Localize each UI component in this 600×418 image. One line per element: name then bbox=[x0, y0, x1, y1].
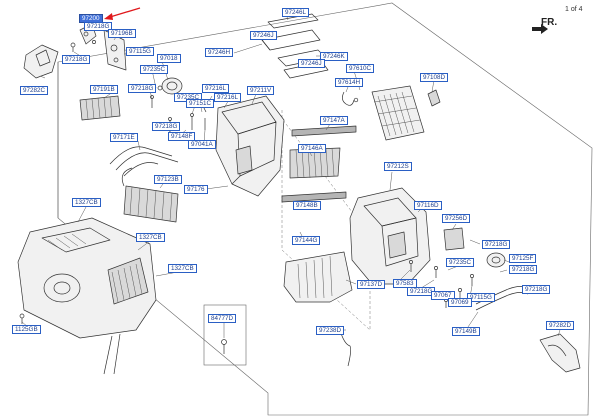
seal-strip-part-97148b bbox=[281, 191, 347, 203]
callout-97148f[interactable]: 97148F bbox=[168, 132, 196, 141]
callout-97018[interactable]: 97018 bbox=[157, 54, 181, 63]
callout-97218g[interactable]: 97218G bbox=[62, 55, 91, 64]
callout-97191b[interactable]: 97191B bbox=[90, 85, 118, 94]
foam-seal-part-97282c bbox=[23, 44, 59, 79]
callout-97246j[interactable]: 97246J bbox=[298, 59, 325, 68]
duct-part-97282d bbox=[539, 333, 581, 373]
callout-97218g[interactable]: 97218G bbox=[84, 22, 113, 31]
callout-97196b[interactable]: 97196B bbox=[108, 29, 136, 38]
callout-97115g[interactable]: 97115G bbox=[126, 47, 154, 56]
callout-97146a[interactable]: 97146A bbox=[298, 144, 326, 153]
callout-97610c[interactable]: 97610C bbox=[346, 64, 375, 73]
callout-97151c[interactable]: 97151C bbox=[186, 99, 215, 108]
callout-97218g[interactable]: 97218G bbox=[128, 84, 157, 93]
rivet-part-1125gb bbox=[19, 313, 25, 324]
callout-97147a[interactable]: 97147A bbox=[320, 116, 348, 125]
door-lever-part bbox=[103, 29, 127, 71]
callout-97218g[interactable]: 97218G bbox=[509, 265, 538, 274]
callout-1327cb[interactable]: 1327CB bbox=[136, 233, 165, 242]
heater-pipe-part-97171e bbox=[109, 146, 179, 177]
callout-97115g[interactable]: 97115G bbox=[467, 293, 495, 302]
damper-door-part-97256d bbox=[443, 227, 465, 251]
callout-97583[interactable]: 97583 bbox=[393, 279, 417, 288]
hvac-upper-case-part bbox=[215, 95, 285, 197]
callout-1125gb[interactable]: 1125GB bbox=[12, 325, 41, 334]
gasket-frame-parts-97246 bbox=[261, 13, 329, 79]
red-pointer-arrow-icon bbox=[104, 7, 141, 20]
sensor-part-97108d bbox=[427, 89, 441, 107]
callout-97246h[interactable]: 97246H bbox=[205, 48, 234, 57]
callout-97216l[interactable]: 97216L bbox=[202, 84, 230, 93]
bolt-part-84777d bbox=[221, 339, 227, 354]
actuator-motor-part bbox=[157, 77, 183, 95]
callout-97246j[interactable]: 97246J bbox=[250, 31, 277, 40]
front-direction-label: FR. bbox=[541, 17, 558, 28]
callout-97069[interactable]: 97069 bbox=[448, 298, 472, 307]
callout-97256d[interactable]: 97256D bbox=[442, 214, 471, 223]
inset-detail-box bbox=[203, 304, 247, 366]
callout-97614h[interactable]: 97614H bbox=[335, 78, 364, 87]
callout-84777d[interactable]: 84777D bbox=[208, 314, 237, 323]
sensor-wire-part-97614h bbox=[342, 91, 359, 106]
callout-97216l[interactable]: 97216L bbox=[214, 93, 242, 102]
callout-97108d[interactable]: 97108D bbox=[420, 73, 449, 82]
callout-97067[interactable]: 97067 bbox=[431, 291, 455, 300]
callout-97149b[interactable]: 97149B bbox=[452, 327, 480, 336]
callout-97148b[interactable]: 97148B bbox=[293, 201, 321, 210]
hvac-lower-case-part bbox=[283, 251, 353, 303]
callout-97218g[interactable]: 97218G bbox=[522, 285, 551, 294]
callout-97041a[interactable]: 97041A bbox=[188, 140, 216, 149]
callout-97176[interactable]: 97176 bbox=[184, 185, 208, 194]
clip-part bbox=[70, 40, 96, 52]
callout-1327cb[interactable]: 1327CB bbox=[72, 198, 101, 207]
callout-97218g[interactable]: 97218G bbox=[152, 122, 181, 131]
callout-97238d[interactable]: 97238D bbox=[316, 326, 345, 335]
callout-97235c[interactable]: 97235C bbox=[140, 65, 169, 74]
heater-core-part-97123b bbox=[121, 167, 179, 223]
callout-97282c[interactable]: 97282C bbox=[20, 86, 49, 95]
callout-97125f[interactable]: 97125F bbox=[509, 254, 537, 263]
cabin-filter-part-97610c bbox=[371, 85, 425, 141]
callout-97246k[interactable]: 97246K bbox=[320, 52, 348, 61]
seal-strip-part-97147a bbox=[291, 125, 357, 137]
callout-97144g[interactable]: 97144G bbox=[292, 236, 321, 245]
callout-97246l[interactable]: 97246L bbox=[282, 8, 310, 17]
callout-97116d[interactable]: 97116D bbox=[414, 201, 442, 210]
callout-97171e[interactable]: 97171E bbox=[110, 133, 138, 142]
filter-pad-part bbox=[79, 95, 121, 121]
page-number: 1 of 4 bbox=[565, 6, 583, 13]
front-direction-arrow-icon bbox=[532, 24, 548, 34]
actuator-part-97235c-right bbox=[486, 252, 506, 268]
callout-97235c[interactable]: 97235C bbox=[446, 258, 475, 267]
blower-unit-part bbox=[17, 217, 157, 375]
callout-97137d[interactable]: 97137D bbox=[357, 280, 386, 289]
callout-97212s[interactable]: 97212S bbox=[384, 162, 412, 171]
callout-97218g[interactable]: 97218G bbox=[482, 240, 511, 249]
bottom-pipe-part-97238d bbox=[339, 329, 352, 367]
callout-97211v[interactable]: 97211V bbox=[247, 86, 275, 95]
callout-97123b[interactable]: 97123B bbox=[154, 175, 182, 184]
callout-97282d[interactable]: 97282D bbox=[546, 321, 575, 330]
callout-1327cb[interactable]: 1327CB bbox=[168, 264, 197, 273]
